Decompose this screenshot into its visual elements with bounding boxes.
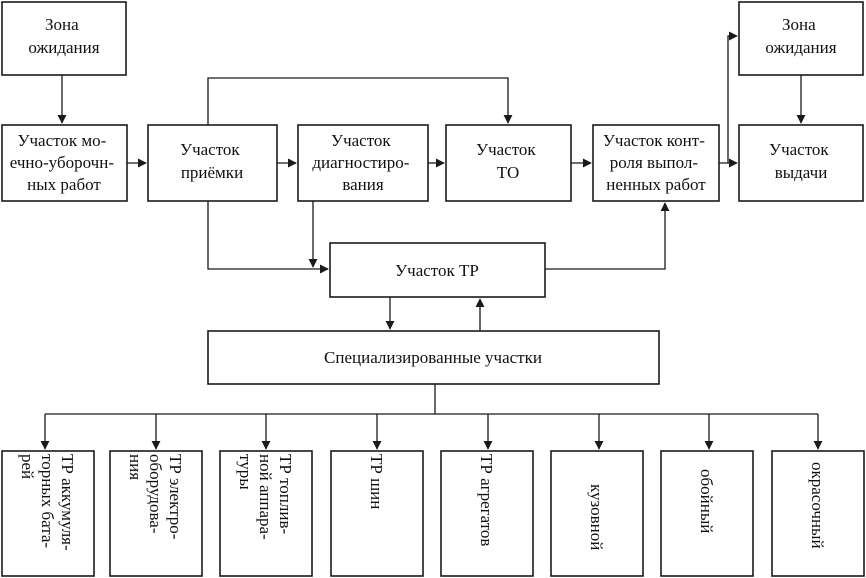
label: оборудова-: [146, 454, 165, 534]
node-tire-repair: ТР шин: [330, 450, 424, 577]
label: ТО: [497, 163, 519, 182]
node-maintenance-section: Участок ТО: [445, 124, 572, 202]
svg-text:Участок мо- ечно-уборочн: Участок мо- ечно-уборочн- ных работ: [10, 131, 118, 194]
svg-text:обойный: обойный: [697, 469, 716, 533]
label: рей: [18, 454, 37, 479]
svg-text:кузовной: кузовной: [587, 484, 606, 550]
label: торных бата-: [38, 454, 57, 548]
label: диагностиро-: [312, 153, 409, 172]
label: Специализированные участки: [324, 348, 542, 367]
label: выдачи: [775, 163, 828, 182]
label: Участок: [476, 140, 536, 159]
label: ечно-уборочн-: [10, 153, 115, 172]
node-repair-section: Участок ТР: [329, 242, 546, 298]
label: ния: [126, 454, 145, 480]
node-unit-repair: ТР агрегатов: [440, 450, 534, 577]
label: кузовной: [587, 484, 606, 550]
label: ожидания: [765, 38, 836, 57]
label: ТР шин: [367, 454, 386, 509]
label: приёмки: [181, 163, 243, 182]
svg-text:Участок ТО: Участок ТО: [476, 140, 540, 182]
svg-text:Участок ТР: Участок ТР: [395, 261, 479, 280]
svg-text:Участок конт- роля выпол: Участок конт- роля выпол- ненных работ: [603, 131, 709, 194]
node-upholstery-repair: обойный: [660, 450, 754, 577]
label: туры: [236, 454, 255, 490]
node-painting-repair: окрасочный: [771, 450, 865, 577]
svg-text:ТР аккумуля- торных бата: ТР аккумуля- торных бата- рей: [18, 454, 77, 555]
label: Участок: [331, 131, 391, 150]
label: Участок конт-: [603, 131, 705, 150]
label: Участок мо-: [17, 131, 106, 150]
label: ТР агрегатов: [477, 454, 496, 546]
label: ТР электро-: [166, 454, 185, 540]
svg-text:Зона ожидания: Зона ожидания: [28, 15, 99, 57]
label: роля выпол-: [610, 153, 699, 172]
edge-control-to-waiting-zone: [727, 31, 738, 163]
label: окрасочный: [808, 462, 827, 549]
node-waiting-zone-left: Зона ожидания: [1, 1, 127, 76]
label: ТР аккумуля-: [58, 454, 77, 551]
svg-text:Участок приёмки: Участок приёмки: [180, 140, 244, 182]
edges: [40, 31, 823, 450]
node-issuance-section: Участок выдачи: [738, 124, 864, 202]
label: ожидания: [28, 38, 99, 57]
svg-text:ТР агрегатов: ТР агрегатов: [477, 454, 496, 546]
label: ной аппара-: [256, 454, 275, 540]
node-reception-section: Участок приёмки: [147, 124, 278, 202]
node-specialized-sections: Специализированные участки: [207, 330, 660, 385]
label: вания: [342, 175, 384, 194]
label: ных работ: [27, 175, 101, 194]
label: Участок: [769, 140, 829, 159]
node-battery-repair: ТР аккумуля- торных бата- рей: [1, 450, 95, 577]
label: обойный: [697, 469, 716, 533]
svg-text:ТР электро- оборудова-: ТР электро- оборудова- ния: [126, 454, 185, 544]
svg-text:Зона ожидания: Зона ожидания: [765, 15, 836, 57]
svg-text:Участок диагностиро-: Участок диагностиро- вания: [312, 131, 413, 194]
label: ненных работ: [606, 175, 706, 194]
svg-text:Участок выдачи: Участок выдачи: [769, 140, 833, 182]
svg-text:Специализированные участки: Специализированные участки: [324, 348, 542, 367]
node-electrical-repair: ТР электро- оборудова- ния: [109, 450, 203, 577]
edge-repair-to-control: [545, 202, 670, 270]
label: Зона: [782, 15, 816, 34]
svg-text:окрасочный: окрасочный: [808, 462, 827, 549]
label: Участок: [180, 140, 240, 159]
node-diagnostics-section: Участок диагностиро- вания: [297, 124, 429, 202]
label: ТР топлив-: [276, 454, 295, 534]
label: Зона: [45, 15, 79, 34]
node-waiting-zone-right: Зона ожидания: [738, 1, 864, 76]
svg-text:ТР шин: ТР шин: [367, 454, 386, 509]
edge-reception-to-repair: [207, 201, 329, 274]
svg-text:ТР топлив- ной аппара-: ТР топлив- ной аппара- туры: [236, 454, 295, 544]
node-control-section: Участок конт- роля выпол- ненных работ: [592, 124, 720, 202]
node-body-repair: кузовной: [550, 450, 644, 577]
node-fuel-equipment-repair: ТР топлив- ной аппара- туры: [219, 450, 313, 577]
label: Участок ТР: [395, 261, 479, 280]
edge-reception-bypass-to-maintenance: [207, 77, 513, 125]
node-washing-section: Участок мо- ечно-уборочн- ных работ: [1, 124, 128, 202]
